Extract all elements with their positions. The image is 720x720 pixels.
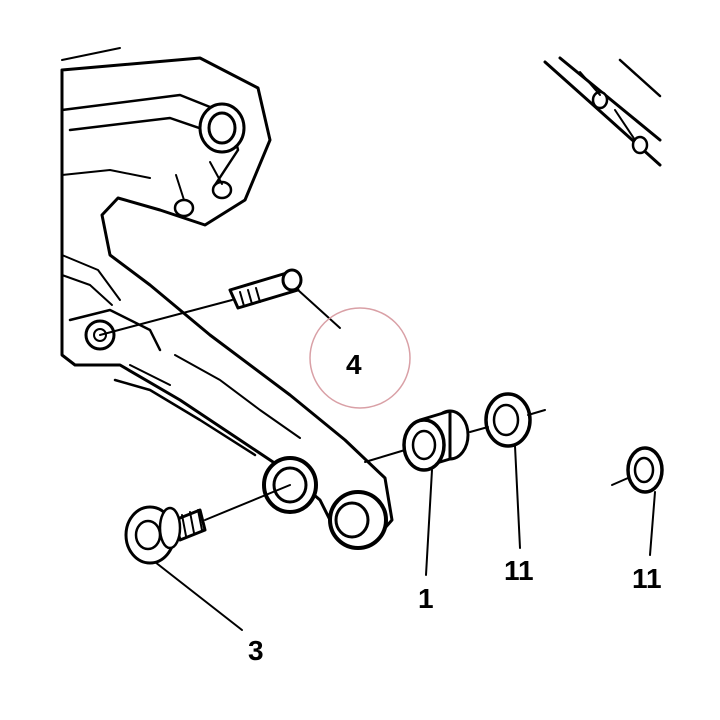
bracket-bolts <box>173 161 233 218</box>
callout-11-b: 11 <box>632 563 662 594</box>
leader-lines <box>154 289 656 631</box>
bushing-part-1 <box>402 409 470 472</box>
washer-part-11-b <box>611 446 664 494</box>
callout-11-a: 11 <box>504 555 534 586</box>
frame-fragment-right <box>543 56 662 167</box>
washer-part-11-a <box>484 392 532 448</box>
callout-1: 1 <box>418 583 434 614</box>
highlight-circle <box>309 307 411 409</box>
callout-3: 3 <box>248 635 264 666</box>
callout-4: 4 <box>346 349 362 380</box>
assembly-axis-line <box>364 409 546 463</box>
bolt-part-3 <box>124 484 291 565</box>
bracket-upper-boss <box>198 102 246 154</box>
lever-boss-lower <box>328 490 388 550</box>
